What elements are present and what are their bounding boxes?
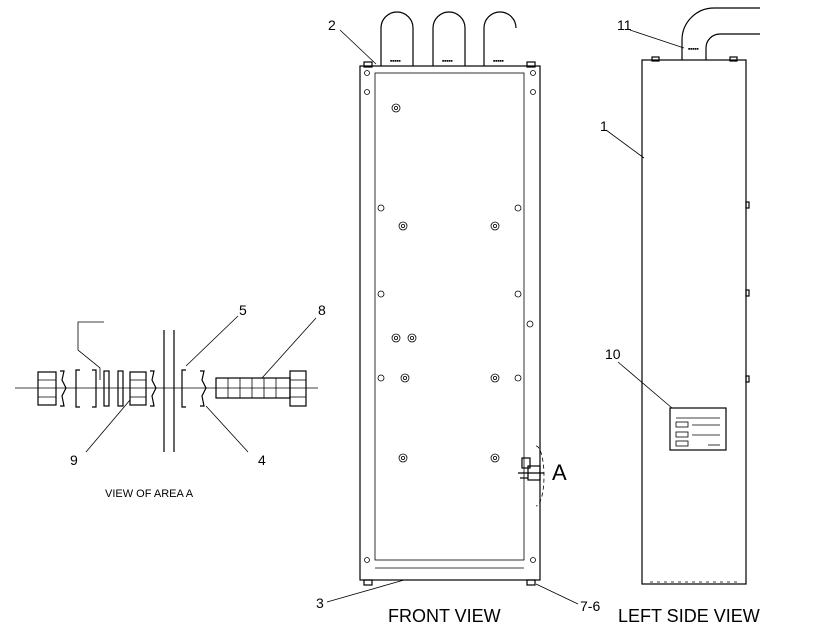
callout-1: 1 — [600, 118, 608, 134]
side-cabinet-outline — [641, 59, 747, 585]
callout-8: 8 — [318, 302, 326, 318]
front-view-caption: FRONT VIEW — [388, 606, 501, 626]
area-a-detail: 9 5 8 4 VIEW OF AREA A — [15, 302, 326, 500]
cable-loop-3 — [483, 11, 517, 66]
callout-5: 5 — [239, 302, 247, 318]
callout-9: 9 — [70, 452, 78, 468]
callout-11: 11 — [617, 17, 632, 33]
cable-loop-1 — [380, 11, 414, 66]
left-side-view-caption: LEFT SIDE VIEW — [618, 606, 760, 626]
callout-7-6: 7-6 — [580, 598, 600, 614]
conduit-elbow-outer — [681, 7, 760, 60]
cabinet-outline — [359, 65, 541, 581]
callout-4: 4 — [258, 452, 266, 468]
callout-3: 3 — [316, 595, 324, 611]
svg-text:■■■■■: ■■■■■ — [688, 47, 699, 51]
svg-text:■■■■■: ■■■■■ — [493, 59, 504, 63]
fasteners — [377, 103, 534, 463]
nameplate — [669, 407, 727, 451]
view-of-area-caption: VIEW OF AREA A — [105, 488, 194, 500]
callout-2: 2 — [328, 17, 336, 33]
svg-text:■■■■■: ■■■■■ — [442, 59, 453, 63]
area-a-marker: A — [552, 460, 567, 485]
callout-10: 10 — [605, 346, 621, 362]
svg-text:■■■■■: ■■■■■ — [390, 59, 401, 63]
left-side-view: ■■■■■ 1 10 11 LEFT SIDE VIEW — [600, 7, 760, 626]
cable-loop-2 — [432, 11, 466, 66]
conduit-elbow-inner — [705, 33, 760, 60]
front-view: ■■■■■ ■■■■■ ■■■■■ — [316, 11, 600, 626]
